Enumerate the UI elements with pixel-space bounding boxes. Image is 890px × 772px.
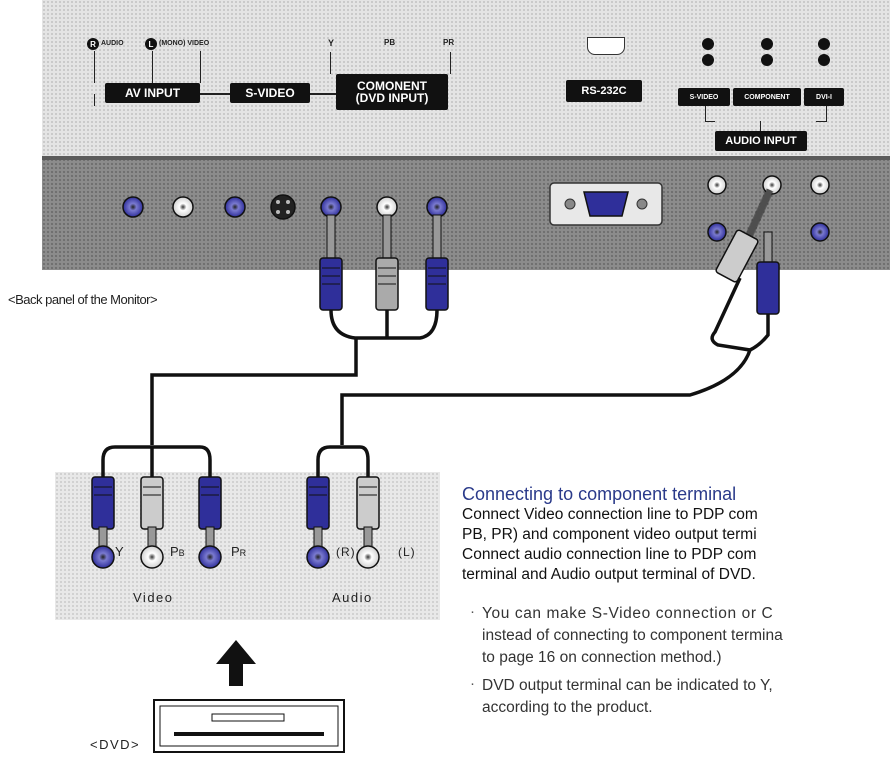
bracket-line bbox=[94, 51, 95, 83]
bracket-line bbox=[816, 121, 826, 122]
jack-pr-sub: R bbox=[239, 548, 247, 558]
bracket-line bbox=[705, 106, 706, 122]
video-group-label: Video bbox=[133, 590, 174, 605]
audio-dvi-label: DVI-I bbox=[804, 88, 844, 106]
audio-s-video-label: S-VIDEO bbox=[678, 88, 730, 106]
note-1-bullet: · bbox=[470, 603, 475, 620]
av-input-label: AV INPUT bbox=[105, 83, 200, 103]
audio-component-label: COMPONENT bbox=[733, 88, 801, 106]
audio-jack-icon bbox=[761, 54, 773, 66]
dvd-plugs bbox=[91, 476, 380, 550]
rs232c-connector-icon bbox=[587, 37, 625, 55]
component-plugs-monitor bbox=[319, 196, 449, 311]
bracket-line bbox=[450, 52, 451, 74]
audio-jack-icon bbox=[818, 38, 830, 50]
instructions-heading: Connecting to component terminal bbox=[462, 484, 737, 504]
note-2-line-1: DVD output terminal can be indicated to … bbox=[482, 677, 773, 694]
note-1-line-1: You can make S-Video connection or C bbox=[482, 605, 774, 622]
bracket-line bbox=[760, 121, 761, 131]
jack-pr-label: PR bbox=[231, 544, 246, 559]
up-arrow-icon bbox=[216, 640, 256, 686]
jack-y-label: Y bbox=[115, 544, 124, 559]
bracket-line bbox=[200, 51, 201, 83]
pr-label: PR bbox=[443, 38, 455, 47]
monitor-panel-edge bbox=[42, 156, 890, 160]
component-label-line2: (DVD INPUT) bbox=[355, 91, 429, 105]
jack-pr-main: P bbox=[231, 544, 240, 559]
dvd-output-panel bbox=[55, 472, 440, 620]
audio-in-jack bbox=[810, 222, 830, 242]
mono-video-label: (MONO) VIDEO bbox=[159, 40, 210, 47]
note-2-bullet: · bbox=[470, 675, 475, 692]
note-2-line-2: according to the product. bbox=[482, 699, 653, 716]
audio-in-jack bbox=[707, 222, 727, 242]
monitor-caption: <Back panel of the Monitor> bbox=[8, 292, 158, 307]
bracket-line bbox=[826, 106, 827, 122]
component-label-line1: COMONENT bbox=[357, 79, 427, 93]
instructions-line-1: Connect Video connection line to PDP com bbox=[462, 506, 758, 523]
instructions-line-2: PB, PR) and component video output termi bbox=[462, 526, 757, 543]
audio-in-jack bbox=[707, 175, 727, 195]
audio-jack-icon bbox=[702, 38, 714, 50]
pb-label: PB bbox=[384, 38, 396, 47]
audio-r-badge: R bbox=[87, 38, 99, 50]
instructions-line-4: terminal and Audio output terminal of DV… bbox=[462, 566, 756, 583]
cables bbox=[101, 277, 770, 482]
audio-in-jack bbox=[810, 175, 830, 195]
dvd-caption: <DVD> bbox=[90, 737, 141, 752]
av-audio-r-jack bbox=[122, 196, 144, 218]
s-video-label: S-VIDEO bbox=[230, 83, 310, 103]
jack-pb-label: PB bbox=[170, 544, 185, 559]
monitor-jacks bbox=[122, 175, 830, 242]
note-1-line-3: to page 16 on connection method.) bbox=[482, 649, 722, 666]
monitor-panel-top bbox=[42, 0, 890, 158]
audio-jack-icon bbox=[702, 54, 714, 66]
av-video-jack bbox=[224, 196, 246, 218]
audio-jack-icon bbox=[818, 54, 830, 66]
connector-line bbox=[310, 93, 336, 95]
audio-jack-icon bbox=[761, 38, 773, 50]
jack-l-label: (L) bbox=[398, 545, 416, 559]
instructions-line-3: Connect audio connection line to PDP com bbox=[462, 546, 757, 563]
bracket-line bbox=[330, 52, 331, 74]
audio-l-badge: L bbox=[145, 38, 157, 50]
av-audio-l-jack bbox=[172, 196, 194, 218]
y-label: Y bbox=[328, 38, 335, 48]
bracket-line bbox=[94, 94, 95, 106]
plug-y-monitor bbox=[326, 214, 336, 261]
audio-plugs-monitor bbox=[715, 188, 780, 315]
audio-group-label: Audio bbox=[332, 590, 373, 605]
connector-line bbox=[200, 93, 230, 95]
audio-input-label: AUDIO INPUT bbox=[715, 131, 807, 151]
dvd-jacks bbox=[91, 545, 380, 569]
plug-pr-monitor bbox=[432, 214, 442, 261]
note-1-line-2: instead of connecting to component termi… bbox=[482, 627, 783, 644]
rs232c-label: RS-232C bbox=[566, 80, 642, 102]
component-input-label: COMONENT (DVD INPUT) bbox=[336, 74, 448, 110]
plug-pb-monitor bbox=[382, 214, 392, 261]
bracket-line bbox=[152, 51, 153, 83]
dvd-player-icon bbox=[153, 699, 345, 753]
jack-pb-sub: B bbox=[178, 548, 185, 558]
audio-label: AUDIO bbox=[101, 40, 124, 47]
jack-r-label: (R) bbox=[336, 545, 356, 559]
jack-pb-main: P bbox=[170, 544, 179, 559]
bracket-line bbox=[705, 121, 715, 122]
s-video-jack bbox=[270, 194, 296, 220]
